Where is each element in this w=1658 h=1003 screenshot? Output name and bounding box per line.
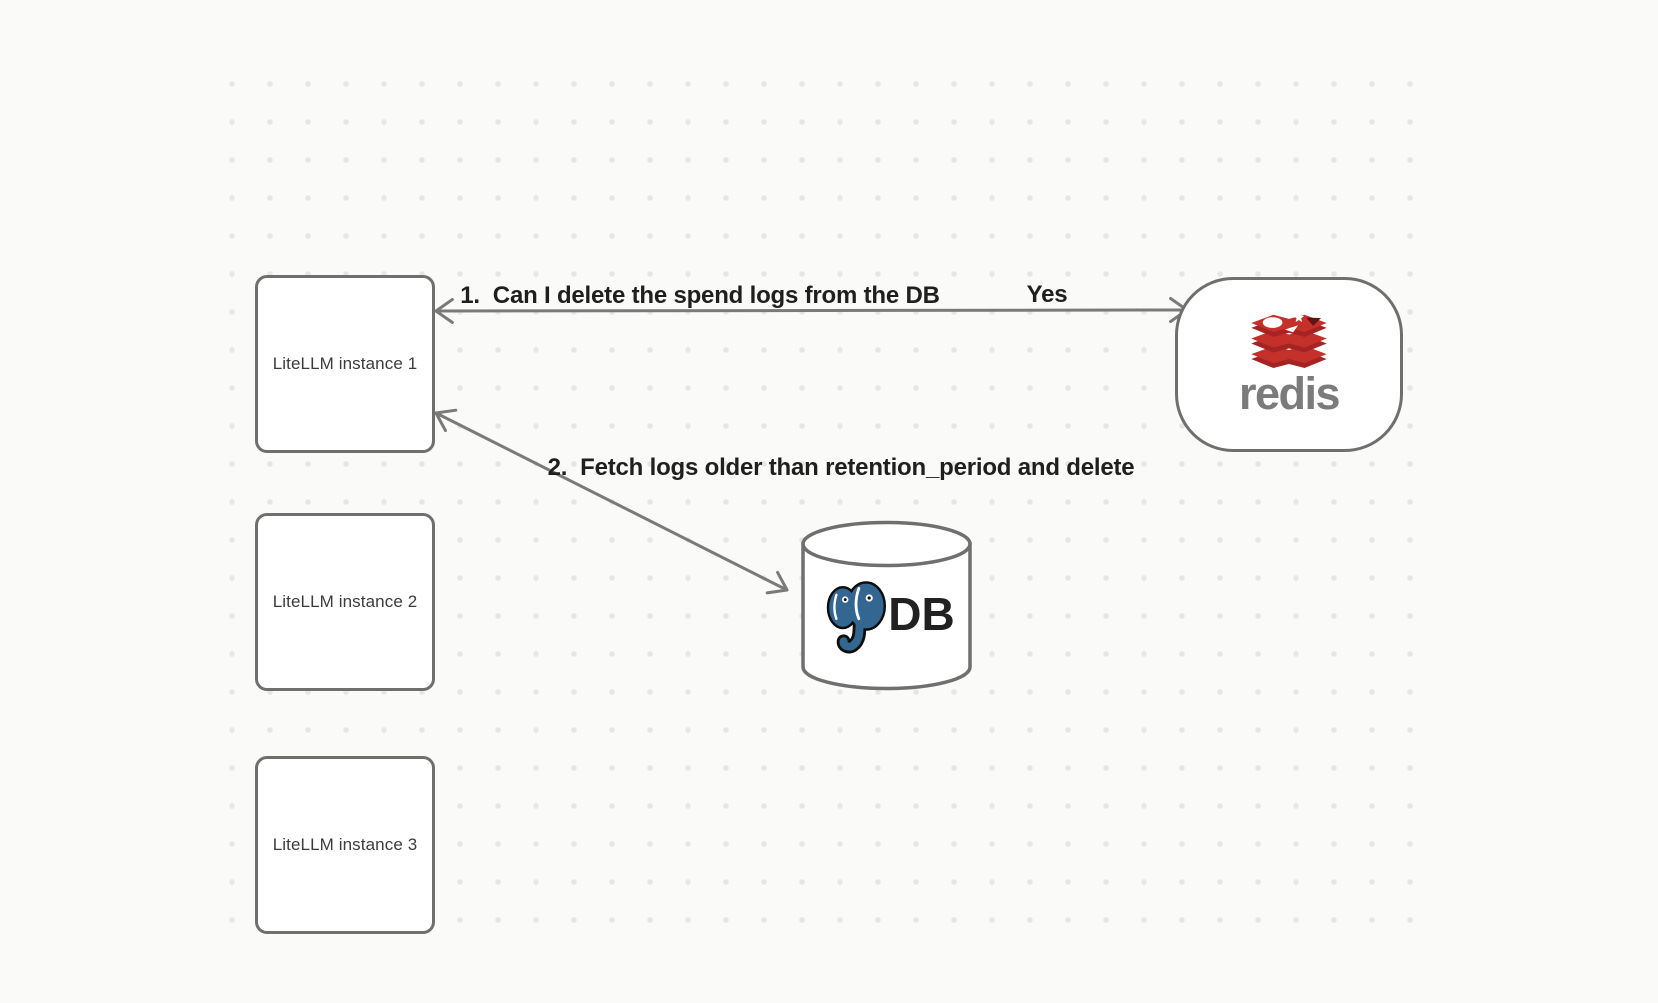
postgres-db-node[interactable]: DB bbox=[800, 518, 973, 692]
litellm-instance-2-label: LiteLLM instance 2 bbox=[272, 592, 418, 611]
arrow-2-label[interactable]: 2. Fetch logs older than retention_perio… bbox=[547, 454, 1135, 481]
arrow-2-connector[interactable] bbox=[434, 408, 789, 595]
db-node-content: DB bbox=[800, 574, 973, 654]
litellm-instance-3-node[interactable]: LiteLLM instance 3 bbox=[255, 756, 435, 934]
redis-node[interactable]: redis bbox=[1175, 277, 1403, 452]
redis-wordmark: redis bbox=[1238, 368, 1341, 419]
litellm-instance-2-node[interactable]: LiteLLM instance 2 bbox=[255, 513, 435, 691]
postgresql-elephant-icon bbox=[827, 581, 887, 654]
redis-logo-icon bbox=[1251, 313, 1327, 369]
arrow-1-label[interactable]: 1. Can I delete the spend logs from the … bbox=[460, 282, 940, 309]
litellm-instance-3-label: LiteLLM instance 3 bbox=[272, 835, 418, 854]
arrow-1-response-label[interactable]: Yes bbox=[1026, 281, 1068, 308]
litellm-instance-1-node[interactable]: LiteLLM instance 1 bbox=[255, 275, 435, 453]
litellm-instance-1-label: LiteLLM instance 1 bbox=[272, 354, 418, 373]
db-label: DB bbox=[888, 588, 955, 640]
